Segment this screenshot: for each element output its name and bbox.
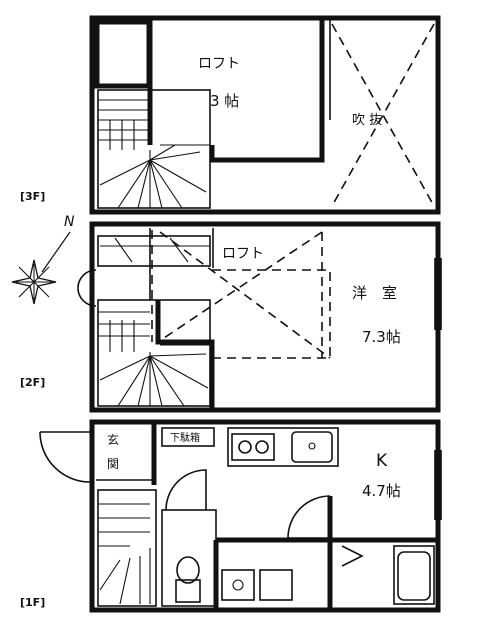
floor-1f-stairs — [97, 489, 157, 607]
floor-3f-outer-wall — [89, 15, 441, 215]
floor-1f-shoe-box-label: 下駄箱 — [170, 431, 200, 444]
compass-north-label: N — [64, 214, 75, 230]
floor-3f-label: [3F] — [20, 190, 45, 203]
floor-2f: ロフト 洋 室 7.3帖 [2F] — [20, 221, 442, 413]
floor-2f-loft-label: ロフト — [222, 246, 264, 262]
floor-1f-washroom — [221, 569, 293, 601]
floor-2f-room-size: 7.3帖 — [362, 328, 401, 346]
floor-1f-kitchen-counter — [227, 427, 339, 467]
floor-3f: ロフト 3 帖 吹 抜 [3F] — [20, 15, 441, 215]
floor-2f-room-label: 洋 室 — [352, 284, 397, 302]
floor-1f-kitchen-label: K — [376, 451, 388, 471]
floor-2f-closet — [97, 235, 211, 267]
floor-2f-outer-wall — [89, 221, 441, 413]
floor-2f-label: [2F] — [20, 376, 45, 389]
floor-1f-entrance-char: 関 — [107, 457, 119, 471]
floor-3f-closet — [94, 19, 152, 89]
floor-1f-bathtub — [341, 545, 435, 605]
floor-3f-loft-label: ロフト — [198, 56, 240, 72]
floor-3f-loft-size: 3 帖 — [210, 92, 239, 110]
floor-1f: 玄関 下駄箱 K 4.7帖 [1F] — [20, 419, 442, 613]
floor-3f-void — [331, 23, 435, 207]
floor-1f-entrance-char: 玄 — [107, 432, 119, 447]
floor-2f-stairs — [97, 299, 211, 407]
floor-3f-void-label: 吹 抜 — [352, 112, 382, 128]
floor-1f-outer-wall — [89, 419, 441, 613]
floor-2f-loft-outline — [151, 230, 331, 359]
floor-1f-toilet — [161, 469, 217, 607]
floor-1f-shoe-box — [161, 427, 215, 447]
floor-1f-entry-door — [39, 431, 91, 483]
floor-1f-label: [1F] — [20, 596, 45, 609]
floor-1f-entrance-label: 玄関 — [107, 432, 119, 471]
floor-1f-bath-door — [287, 495, 331, 539]
compass-icon — [11, 231, 71, 305]
floor-3f-stairs — [97, 89, 211, 209]
floor-2f-balcony-door — [77, 269, 97, 307]
floor-1f-kitchen-size: 4.7帖 — [362, 482, 401, 500]
